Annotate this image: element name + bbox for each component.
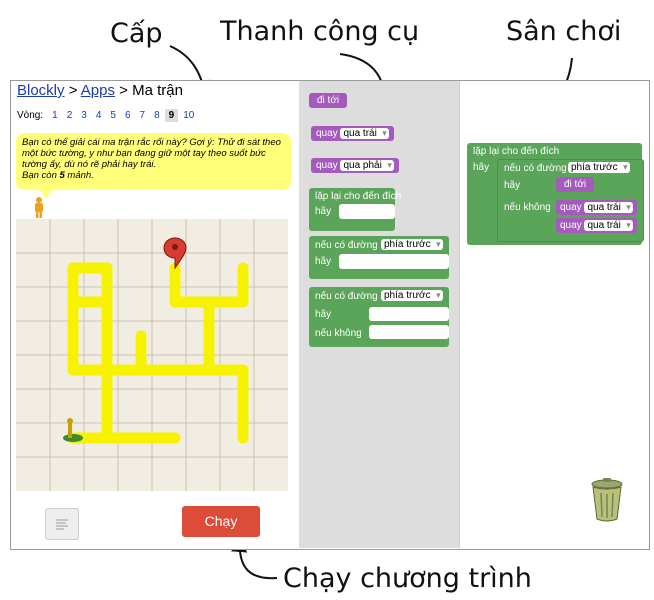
statement-slot xyxy=(369,307,449,321)
toolbox: đi tới quay qua trái quay qua phải lặp l… xyxy=(299,81,459,548)
breadcrumb-apps-link[interactable]: Apps xyxy=(80,82,115,99)
app-window: Blockly > Apps > Ma trận Vòng: 1 2 3 4 5… xyxy=(10,80,650,550)
level-link-8[interactable]: 8 xyxy=(154,110,160,121)
workspace-turn-left-block[interactable]: quay qua trái xyxy=(556,218,637,233)
breadcrumb-separator: > xyxy=(68,82,78,99)
show-code-button[interactable] xyxy=(45,508,79,540)
block-label: quay xyxy=(560,202,582,213)
block-label: quay xyxy=(316,128,338,139)
statement-slot xyxy=(339,254,449,269)
block-label: nếu có đường xyxy=(315,240,378,251)
callout-toolbox: Thanh công cụ xyxy=(220,16,420,47)
block-label: nếu có đường xyxy=(315,291,378,302)
pieces-count: 5 xyxy=(59,170,65,181)
block-label: quay xyxy=(560,220,582,231)
level-current-9: 9 xyxy=(164,109,179,122)
statement-slot xyxy=(369,325,449,339)
block-do-label: hãy xyxy=(315,309,332,320)
level-link-3[interactable]: 3 xyxy=(81,110,87,121)
level-selector: Vòng: 1 2 3 4 5 6 7 8 9 10 xyxy=(17,109,194,122)
code-lines-icon xyxy=(56,519,68,530)
path-dropdown[interactable]: phía trước xyxy=(381,290,443,301)
hint-bubble-tail xyxy=(39,189,53,199)
block-do-label: hãy xyxy=(473,162,490,173)
block-do-label: hãy xyxy=(315,256,332,267)
pieces-prefix: Bạn còn xyxy=(22,170,60,181)
block-label: đi tới xyxy=(317,95,340,106)
level-link-10[interactable]: 10 xyxy=(183,110,195,121)
breadcrumb-current: Ma trận xyxy=(132,82,183,99)
callout-run: Chạy chương trình xyxy=(283,563,532,594)
direction-dropdown[interactable]: qua trái xyxy=(584,220,633,231)
toolbox-move-forward-block[interactable]: đi tới xyxy=(309,93,348,108)
toolbox-if-path-block[interactable]: nếu có đường phía trước hãy xyxy=(309,236,449,279)
block-label: quay xyxy=(316,160,338,171)
breadcrumb-separator: > xyxy=(119,82,128,99)
level-link-4[interactable]: 4 xyxy=(95,110,102,121)
callout-workspace: Sân chơi xyxy=(506,16,622,47)
workspace-move-forward-block[interactable]: đi tới xyxy=(556,177,595,192)
start-marker-icon xyxy=(63,418,83,442)
breadcrumb: Blockly > Apps > Ma trận xyxy=(17,82,183,99)
path-dropdown[interactable]: phía trước xyxy=(381,239,443,250)
breadcrumb-blockly-link[interactable]: Blockly xyxy=(17,82,65,99)
block-do-label: hãy xyxy=(315,206,332,217)
level-link-5[interactable]: 5 xyxy=(110,110,116,121)
trash-can-icon[interactable] xyxy=(589,477,625,523)
block-do-label: hãy xyxy=(504,180,521,191)
toolbox-repeat-until-block[interactable]: lặp lại cho đến đích hãy xyxy=(309,188,401,231)
workspace-turn-left-block[interactable]: quay qua trái xyxy=(556,200,637,215)
direction-dropdown[interactable]: qua trái xyxy=(584,202,633,213)
direction-dropdown[interactable]: qua trái xyxy=(340,128,389,139)
toolbox-turn-right-block[interactable]: quay qua phải xyxy=(311,158,399,173)
block-else-label: nếu không xyxy=(315,328,362,339)
toolbox-turn-left-block[interactable]: quay qua trái xyxy=(311,126,394,141)
hint-bubble: Bạn có thể giải cái ma trận rắc rối này?… xyxy=(16,133,291,190)
level-link-2[interactable]: 2 xyxy=(66,110,73,121)
direction-dropdown[interactable]: qua phải xyxy=(340,160,394,171)
workspace[interactable] xyxy=(459,81,649,548)
toolbox-if-else-block[interactable]: nếu có đường phía trước hãy nếu không xyxy=(309,287,449,347)
run-button[interactable]: Chạy xyxy=(182,506,260,537)
callout-levels: Cấp xyxy=(110,18,163,49)
path-dropdown[interactable]: phía trước xyxy=(568,162,630,173)
hint-text: Bạn có thể giải cái ma trận rắc rối này?… xyxy=(22,137,281,170)
statement-slot xyxy=(339,204,395,219)
maze-board xyxy=(16,219,288,491)
level-link-6[interactable]: 6 xyxy=(124,110,131,121)
level-label: Vòng: xyxy=(17,110,44,121)
block-label: lặp lại cho đến đích xyxy=(473,146,560,157)
level-link-1[interactable]: 1 xyxy=(52,110,58,121)
maze-path xyxy=(67,262,249,444)
block-label: nếu có đường xyxy=(504,163,567,174)
pegman-icon xyxy=(35,197,43,218)
block-else-label: nếu không xyxy=(504,202,551,213)
level-link-7[interactable]: 7 xyxy=(139,110,146,121)
pieces-suffix: mảnh. xyxy=(64,170,94,181)
block-label: đi tới xyxy=(564,179,587,190)
block-label: lặp lại cho đến đích xyxy=(315,191,402,202)
goal-marker-icon xyxy=(163,237,187,270)
